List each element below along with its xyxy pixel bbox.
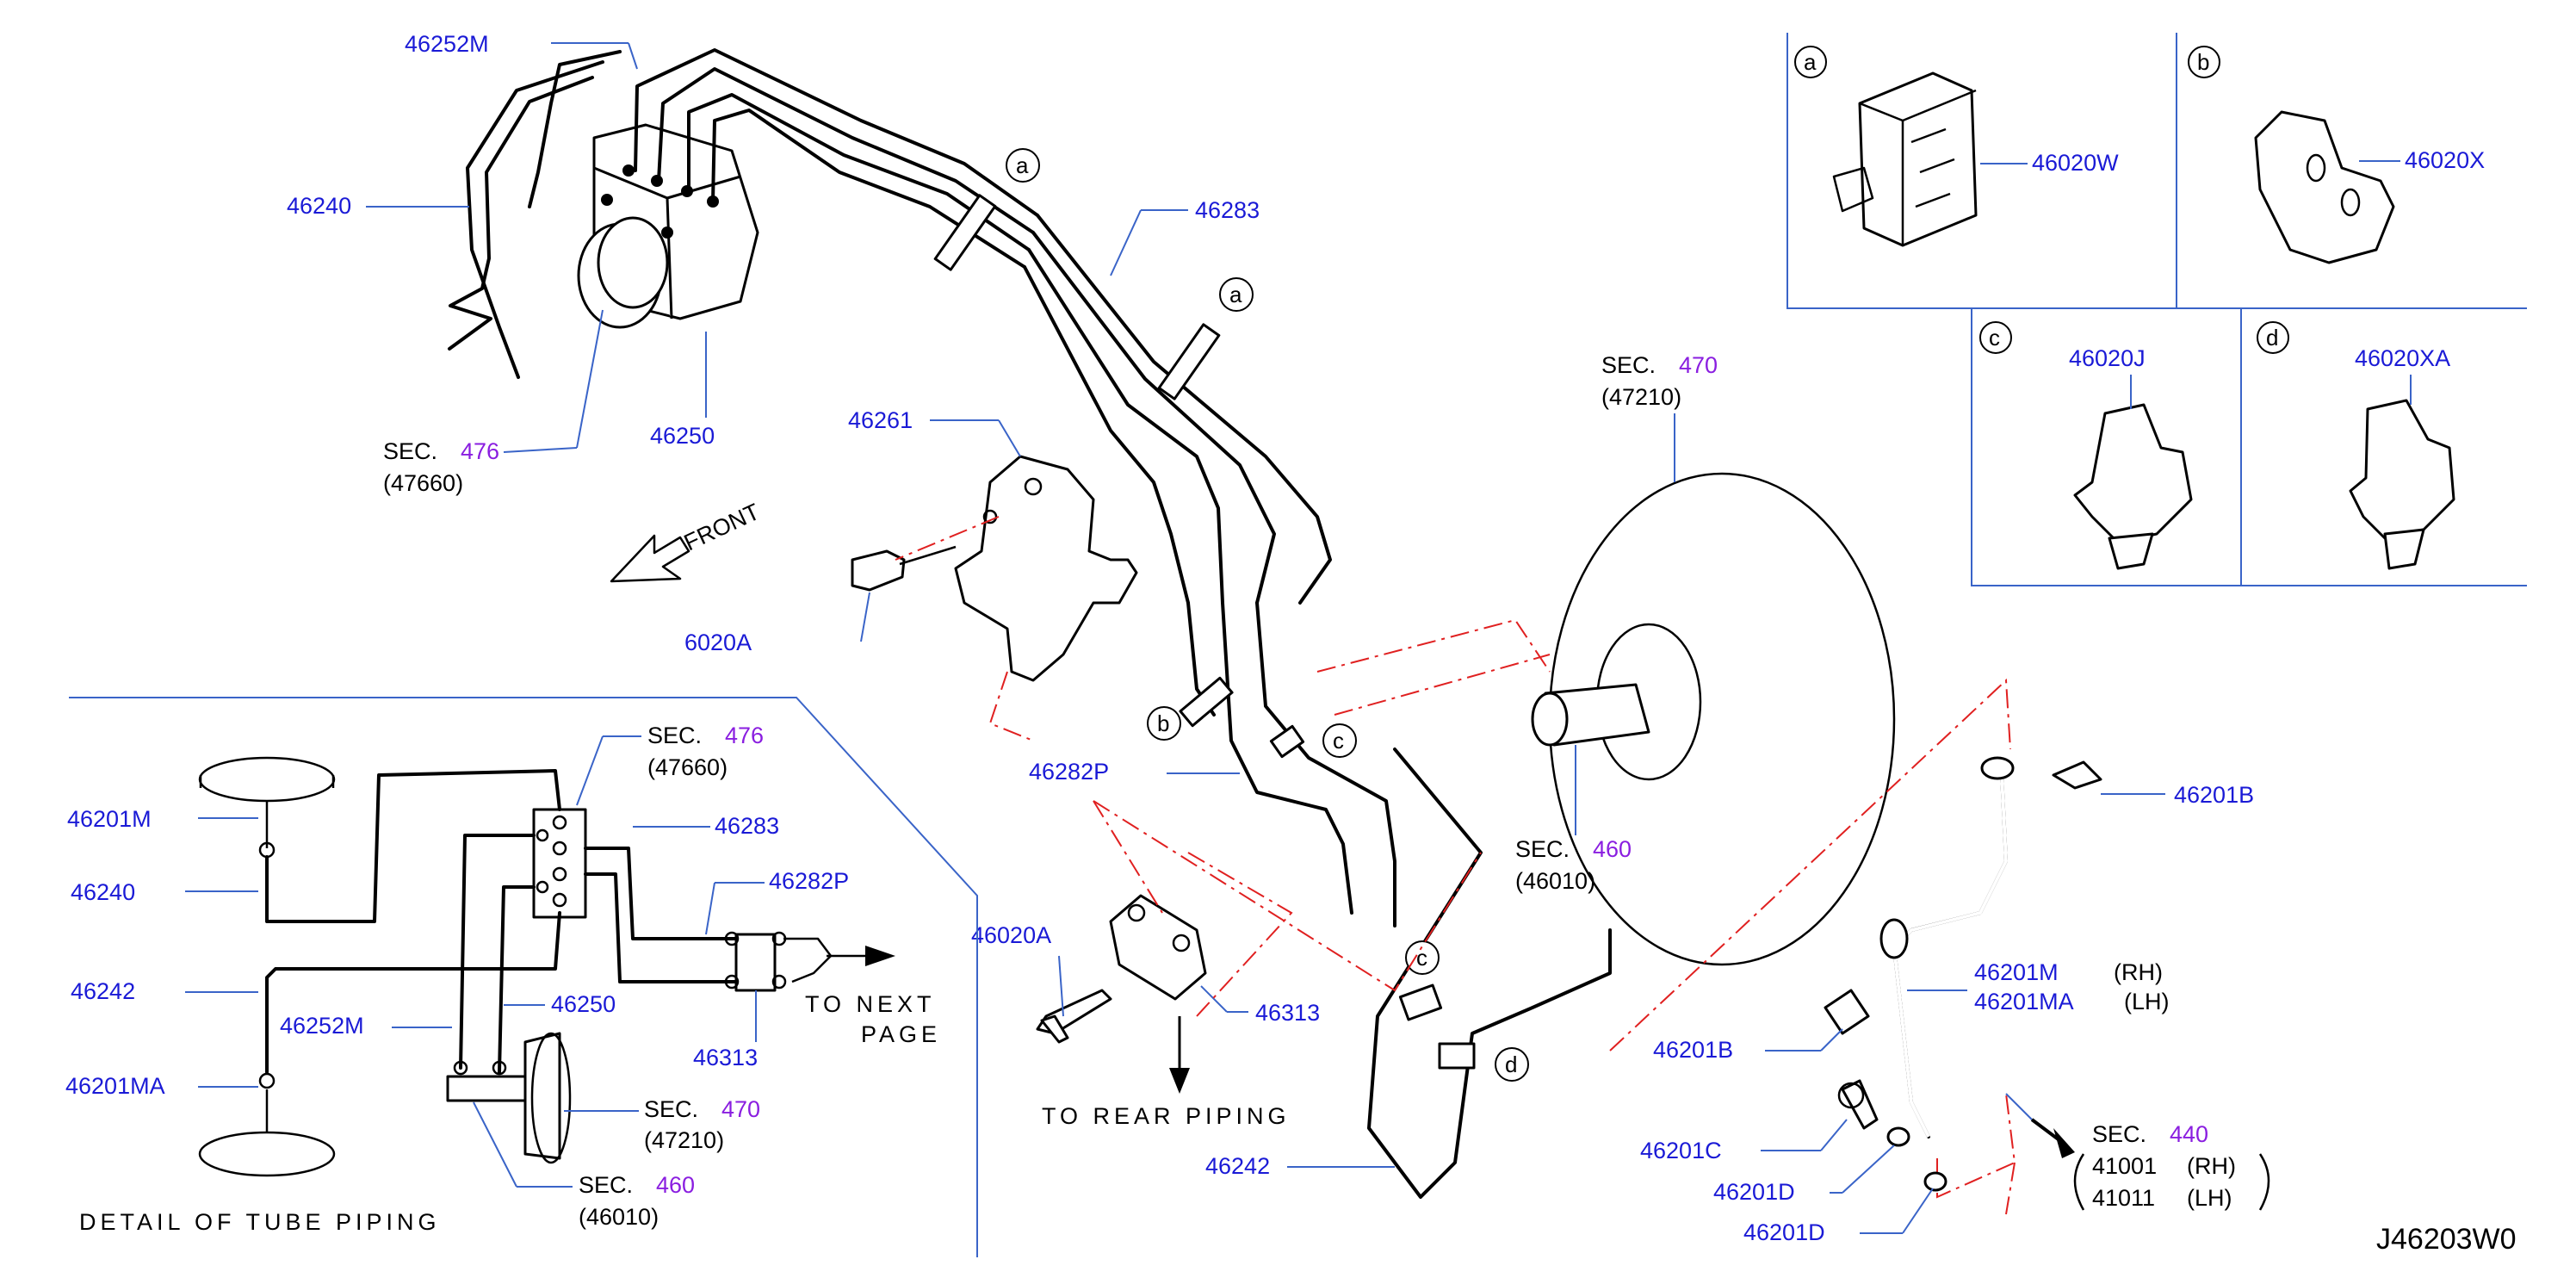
- sec-476-prefix: SEC.: [383, 438, 437, 464]
- label-46020a: 46020A: [971, 922, 1051, 948]
- clip-46020x-shape: [2254, 110, 2395, 264]
- bracket-46261: 46261 6020A: [684, 407, 1138, 682]
- label-46201m: 46201M: [1974, 959, 2059, 985]
- sec-460-sub: (46010): [1515, 868, 1595, 894]
- sec-460-prefix: SEC.: [1515, 836, 1570, 862]
- tube-46242: c d 46242: [1205, 748, 1612, 1199]
- detail-label-46283: 46283: [715, 813, 779, 839]
- detail-next-page-line2: PAGE: [861, 1021, 941, 1047]
- clip-46020w-shape: [1858, 71, 1978, 247]
- inset-c-letter: c: [1989, 325, 2000, 351]
- detail-sec-476-sub: (47660): [647, 754, 728, 780]
- callout-c-2: c: [1416, 945, 1427, 971]
- label-46252m: 46252M: [405, 31, 489, 57]
- detail-label-46313: 46313: [693, 1045, 758, 1070]
- detail-label-46201m: 46201M: [67, 806, 152, 832]
- label-lh-1: (LH): [2124, 989, 2170, 1014]
- diagram-code: J46203W0: [2376, 1223, 2517, 1256]
- label-46313: 46313: [1255, 1000, 1320, 1026]
- detail-label-46201ma: 46201MA: [65, 1073, 165, 1099]
- label-46242: 46242: [1205, 1153, 1270, 1179]
- label-46020j: 46020J: [2069, 345, 2146, 371]
- label-46201b-bottom: 46201B: [1653, 1037, 1733, 1063]
- label-46201d-a: 46201D: [1713, 1179, 1795, 1205]
- alignment-lines: [895, 516, 2016, 1215]
- detail-junction: [734, 933, 777, 992]
- sec-460-num: 460: [1593, 836, 1632, 862]
- callout-b: b: [1157, 710, 1169, 736]
- detail-tube-piping: 46201M 46240 46242 46201MA 46252M 46250 …: [65, 697, 978, 1257]
- sec-440-row2-side: (LH): [2187, 1185, 2232, 1211]
- detail-master-cylinder: [446, 1075, 527, 1102]
- clip-46020j-shape: [2073, 403, 2193, 544]
- front-label: FRONT: [680, 499, 764, 555]
- sec-470-num: 470: [1679, 352, 1718, 378]
- label-46201ma: 46201MA: [1974, 989, 2074, 1014]
- abs-actuator-assembly: [448, 48, 1332, 605]
- detail-title: DETAIL OF TUBE PIPING: [79, 1209, 441, 1235]
- detail-rear-wheel: [198, 1131, 336, 1177]
- sec-440-num: 440: [2170, 1121, 2208, 1147]
- label-46201c: 46201C: [1640, 1138, 1722, 1163]
- label-rh-1: (RH): [2114, 959, 2163, 985]
- sec-440-row1-part: 41001: [2092, 1153, 2157, 1179]
- label-46250: 46250: [650, 423, 715, 449]
- detail-next-page-line1: TO NEXT: [805, 991, 936, 1017]
- detail-sec-470-prefix: SEC.: [644, 1096, 698, 1122]
- brake-booster: SEC. 470 (47210) SEC. 460 (46010): [1515, 352, 1896, 966]
- detail-label-46252m: 46252M: [280, 1013, 364, 1039]
- callout-a-2: a: [1229, 282, 1242, 307]
- detail-sec-460-sub: (46010): [579, 1204, 659, 1230]
- rear-piping-label: TO REAR PIPING: [1042, 1103, 1291, 1129]
- label-46201b-top: 46201B: [2174, 782, 2254, 808]
- detail-sec-476-num: 476: [725, 723, 764, 748]
- detail-label-46240: 46240: [71, 879, 135, 905]
- detail-sec-470-num: 470: [721, 1096, 760, 1122]
- label-46020xa: 46020XA: [2355, 345, 2450, 371]
- detail-sec-460-prefix: SEC.: [579, 1172, 633, 1198]
- detail-sec-476-prefix: SEC.: [647, 723, 702, 748]
- detail-front-wheel: [198, 756, 336, 803]
- callout-a-1: a: [1016, 152, 1029, 178]
- clip-inset-panels: a b c d 46020W 46020X 46020J 46020XA: [1786, 33, 2527, 586]
- label-46240: 46240: [287, 193, 351, 219]
- label-46020a-partial: 6020A: [684, 630, 752, 655]
- detail-sec-470-sub: (47210): [644, 1127, 724, 1153]
- detail-sec-460-num: 460: [656, 1172, 695, 1198]
- sec-440-prefix: SEC.: [2092, 1121, 2146, 1147]
- label-46282p: 46282P: [1029, 759, 1109, 785]
- detail-label-46242: 46242: [71, 978, 135, 1004]
- label-46261: 46261: [848, 407, 913, 433]
- detail-label-46282p: 46282P: [769, 868, 849, 894]
- sec-476-sub: (47660): [383, 470, 463, 496]
- clip-46020xa-shape: [2349, 399, 2455, 540]
- sec-440-row2-part: 41011: [2092, 1185, 2155, 1211]
- junction-46313: 46020A 46313 TO REAR PIPING: [971, 894, 1320, 1129]
- inset-b-letter: b: [2197, 49, 2209, 75]
- sec-470-prefix: SEC.: [1601, 352, 1656, 378]
- callout-d: d: [1505, 1052, 1517, 1077]
- detail-label-46250: 46250: [551, 991, 616, 1017]
- brake-hose-assembly: 46201B 46201M (RH) 46201MA (LH) 46201B 4…: [1640, 756, 2270, 1245]
- sec-476-num: 476: [461, 438, 499, 464]
- label-46020x: 46020X: [2405, 147, 2485, 173]
- callout-c-1: c: [1333, 728, 1344, 754]
- label-46283: 46283: [1195, 197, 1260, 223]
- front-direction-indicator: FRONT: [610, 499, 764, 583]
- detail-abs-block: [532, 808, 587, 919]
- label-46020w: 46020W: [2032, 150, 2119, 176]
- inset-a-letter: a: [1804, 49, 1817, 75]
- labels-actuator: 46252M 46240 46250 SEC. 476 (47660) 4628…: [287, 31, 1260, 496]
- inset-d-letter: d: [2266, 325, 2278, 351]
- label-46201d-b: 46201D: [1743, 1219, 1825, 1245]
- sec-470-sub: (47210): [1601, 384, 1681, 410]
- sec-440-row1-side: (RH): [2187, 1153, 2236, 1179]
- tube-46282p: 46282P b c: [1029, 601, 1396, 927]
- clip-callouts-upper: a a: [933, 148, 1254, 400]
